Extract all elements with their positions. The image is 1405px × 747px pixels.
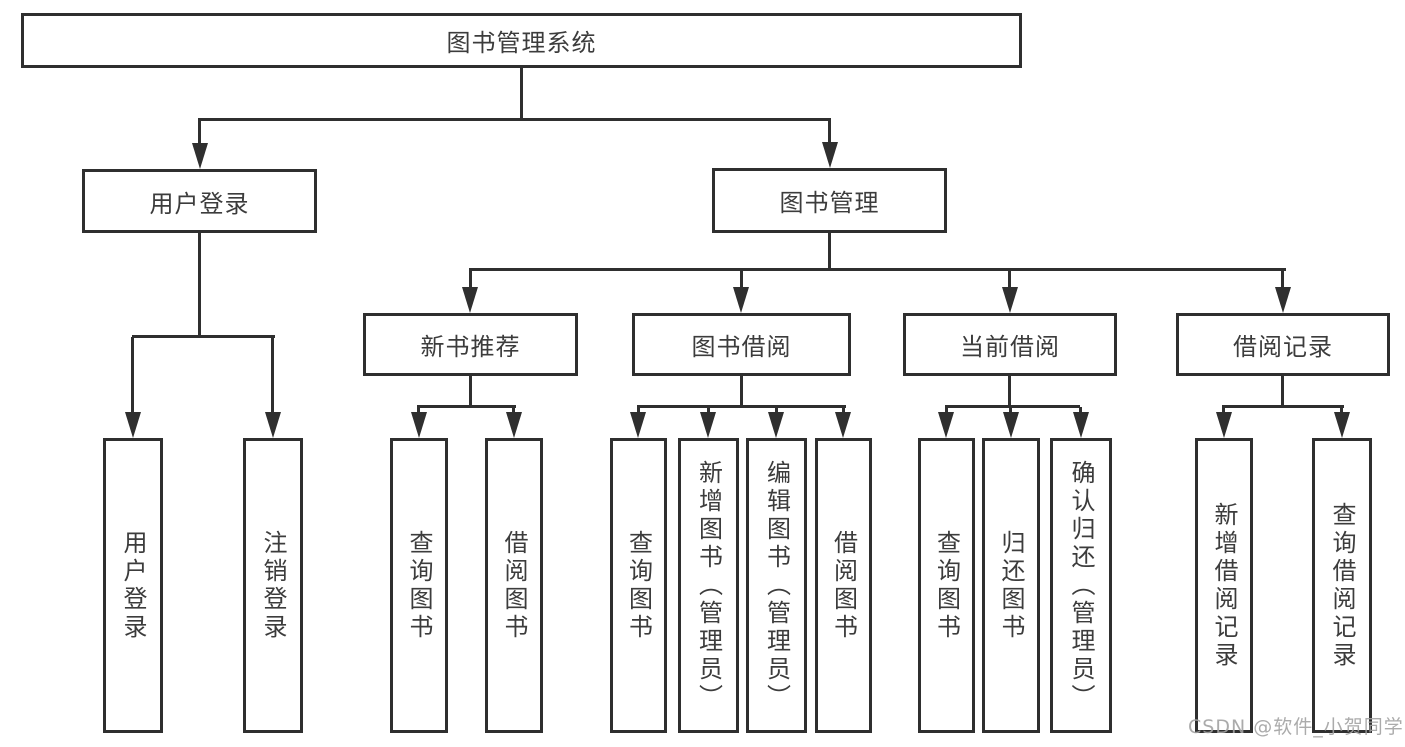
connector-line	[417, 405, 516, 408]
arrow-head	[1073, 412, 1089, 438]
node-user-login: 用户登录	[82, 169, 317, 233]
node-library-system: 图书管理系统	[21, 13, 1022, 68]
connector-line	[198, 232, 201, 337]
connector-line	[469, 268, 1286, 271]
arrow-head	[462, 287, 478, 313]
leaf-label: 确认归还（管理员）	[1067, 459, 1095, 712]
leaf-label: 用户登录	[119, 529, 147, 642]
connector-line	[198, 118, 831, 121]
csdn-watermark: CSDN @软件_小贺同学	[1188, 716, 1404, 738]
node-label: 新书推荐	[420, 333, 521, 361]
connector-line	[740, 270, 743, 288]
connector-line	[637, 407, 640, 413]
leaf-borrow-borrow-books: 借阅图书	[815, 438, 872, 733]
connector-line	[775, 407, 778, 413]
node-label: 图书管理	[779, 189, 880, 217]
connector-line	[131, 337, 134, 413]
connector-line	[828, 120, 831, 143]
arrow-head	[1275, 287, 1291, 313]
node-current-borrow: 当前借阅	[903, 313, 1117, 376]
leaf-current-return-books: 归还图书	[982, 438, 1040, 733]
node-label: 图书借阅	[691, 333, 792, 361]
arrow-head	[700, 412, 716, 438]
connector-line	[1222, 407, 1225, 413]
node-borrow-records: 借阅记录	[1176, 313, 1390, 376]
leaf-label: 查询图书	[405, 529, 433, 642]
leaf-label: 新增图书（管理员）	[694, 459, 723, 712]
leaf-user-login: 用户登录	[103, 438, 163, 733]
leaf-label: 借阅图书	[829, 529, 858, 642]
connector-line	[1079, 407, 1082, 413]
leaf-records-add-record: 新增借阅记录	[1195, 438, 1253, 733]
connector-line	[1008, 375, 1011, 408]
arrow-head	[192, 143, 208, 169]
arrow-head	[411, 412, 427, 438]
leaf-borrow-add-books-admin: 新增图书（管理员）	[678, 438, 739, 733]
connector-line	[1340, 407, 1343, 413]
connector-line	[945, 405, 1080, 408]
leaf-logout: 注销登录	[243, 438, 303, 733]
arrow-head	[938, 412, 954, 438]
connector-line	[520, 68, 523, 119]
leaf-borrow-query-books: 查询图书	[610, 438, 667, 733]
node-label: 用户登录	[149, 189, 250, 218]
arrow-head	[1003, 412, 1019, 438]
connector-line	[1281, 270, 1284, 288]
leaf-label: 借阅图书	[500, 529, 528, 642]
arrow-head	[835, 412, 851, 438]
connector-line	[417, 407, 420, 413]
connector-line	[1008, 270, 1011, 288]
connector-line	[707, 407, 710, 413]
arrow-head	[1002, 287, 1018, 313]
leaf-current-confirm-return-admin: 确认归还（管理员）	[1050, 438, 1112, 733]
leaf-current-query-books: 查询图书	[918, 438, 975, 733]
arrow-head	[733, 287, 749, 313]
node-new-book-recommend: 新书推荐	[363, 313, 578, 376]
node-label: 图书管理系统	[446, 29, 597, 57]
connector-line	[842, 407, 845, 413]
arrow-head	[1334, 412, 1350, 438]
arrow-head	[265, 412, 281, 438]
arrow-head	[506, 412, 522, 438]
connector-line	[469, 375, 472, 408]
leaf-records-query-record: 查询借阅记录	[1312, 438, 1372, 733]
node-book-management: 图书管理	[712, 168, 947, 233]
connector-line	[132, 335, 275, 338]
arrow-head	[1216, 412, 1232, 438]
connector-line	[1281, 375, 1284, 408]
connector-line	[1222, 405, 1344, 408]
arrow-head	[125, 412, 141, 438]
arrow-head	[822, 142, 838, 168]
leaf-label: 注销登录	[259, 529, 287, 642]
connector-line	[740, 375, 743, 408]
connector-line	[271, 337, 274, 413]
leaf-newbook-query-books: 查询图书	[390, 438, 448, 733]
leaf-label: 归还图书	[997, 529, 1025, 642]
node-book-borrow: 图书借阅	[632, 313, 851, 376]
leaf-label: 编辑图书（管理员）	[762, 459, 791, 712]
connector-line	[828, 232, 831, 270]
leaf-label: 查询借阅记录	[1328, 501, 1356, 670]
leaf-label: 新增借阅记录	[1210, 501, 1238, 670]
arrow-head	[630, 412, 646, 438]
node-label: 当前借阅	[960, 333, 1060, 361]
connector-line	[469, 270, 472, 288]
leaf-label: 查询图书	[624, 529, 653, 642]
arrow-head	[768, 412, 784, 438]
leaf-borrow-edit-books-admin: 编辑图书（管理员）	[746, 438, 807, 733]
leaf-newbook-borrow-books: 借阅图书	[485, 438, 543, 733]
node-label: 借阅记录	[1233, 333, 1333, 361]
connector-line	[198, 120, 201, 144]
connector-line	[512, 407, 515, 413]
connector-line	[1009, 407, 1012, 413]
connector-line	[637, 405, 846, 408]
connector-line	[945, 407, 948, 413]
leaf-label: 查询图书	[932, 529, 961, 642]
